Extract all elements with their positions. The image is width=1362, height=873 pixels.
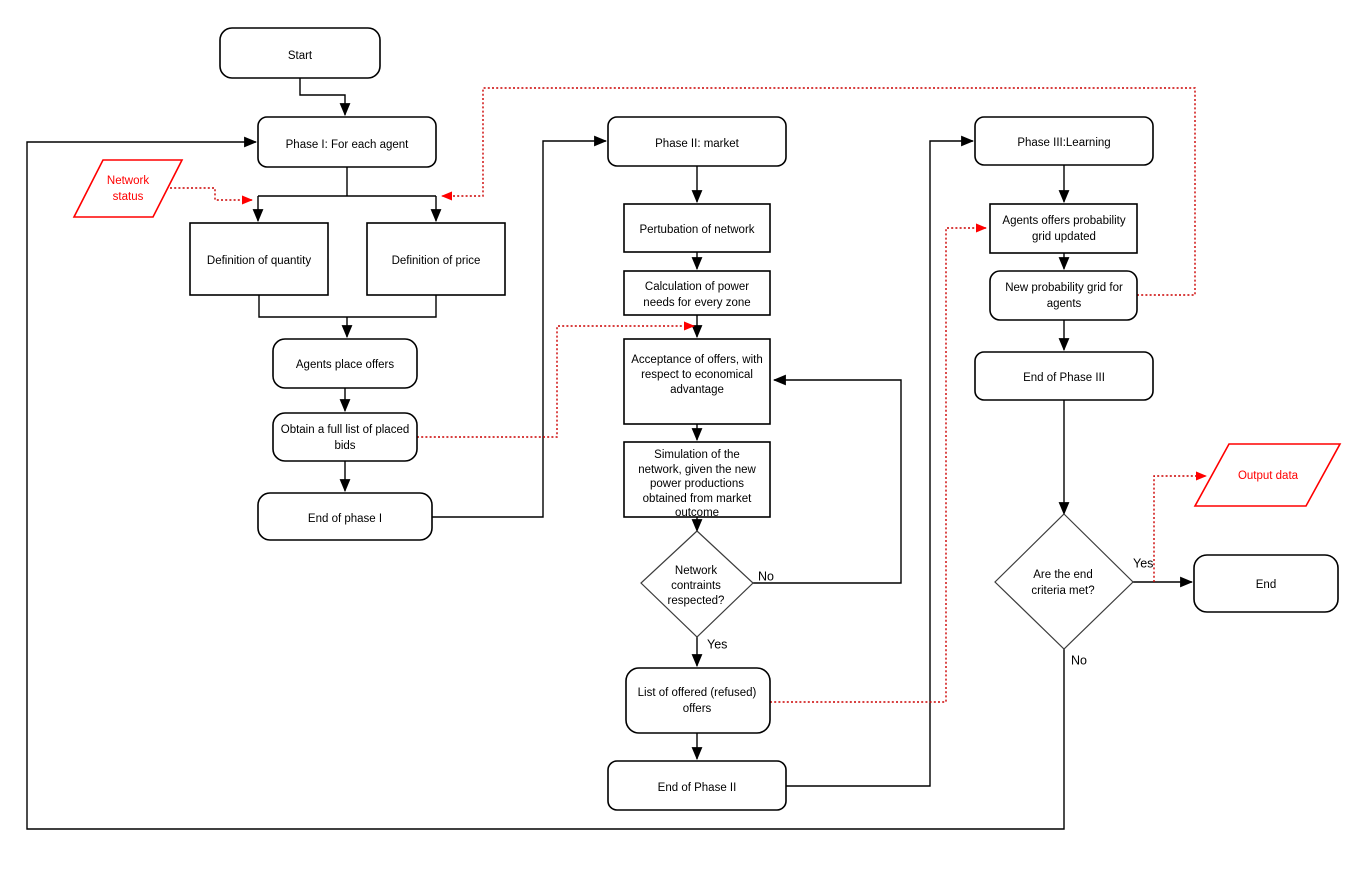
output-data-io-node (1193, 443, 1342, 507)
agents-grid-node (989, 203, 1138, 254)
network-status-io-node (72, 159, 184, 218)
start-label: Start (288, 50, 313, 62)
acceptance-node (623, 338, 771, 425)
phase1-label: Phase I: For each agent (286, 139, 410, 151)
calc-power-label-line2: needs for every zone (643, 297, 750, 309)
network-constraints-label-line1: Network (675, 565, 717, 577)
end-phase1-node (257, 492, 433, 541)
obtain-list-node (272, 412, 418, 462)
acceptance-label-line1: Acceptance of offers, with (631, 354, 762, 366)
network-constraints-decision-node (640, 530, 754, 638)
phase3-label: Phase III:Learning (1017, 137, 1110, 149)
edge-dotted-criteria-yes-to-output-data (1153, 471, 1207, 582)
phase1-node (257, 116, 437, 168)
end-phase2-node (607, 760, 787, 811)
obtain-list-label-line1: Obtain a full list of placed (281, 424, 410, 436)
agents-place-offers-label: Agents place offers (296, 359, 394, 371)
criteria-decision-node (994, 513, 1134, 650)
start-node (219, 27, 381, 79)
edge-phase1-split-junction (258, 167, 436, 197)
definition-of-price-node (366, 222, 506, 296)
definition-of-price-label: Definition of price (392, 255, 481, 267)
criteria-no-label: No (1071, 653, 1087, 667)
definition-of-quantity-label: Definition of quantity (207, 255, 311, 267)
new-grid-node (989, 270, 1138, 321)
end-phase1-label: End of phase I (308, 513, 382, 525)
network-status-label-line1: Network (107, 175, 149, 187)
criteria-label-line2: criteria met? (1031, 585, 1094, 597)
agents-place-offers-node (272, 338, 418, 389)
list-offers-label-line1: List of offered (refused) (638, 687, 757, 699)
end-phase3-node (974, 351, 1154, 401)
simulation-label-line3: power productions (650, 478, 744, 490)
criteria-yes-label: Yes (1133, 556, 1153, 570)
calc-power-label-line1: Calculation of power (645, 281, 749, 293)
edge-start-to-phase1 (299, 78, 351, 117)
phase3-node (974, 116, 1154, 166)
list-offers-label-line2: offers (683, 703, 712, 715)
pertubation-node (623, 203, 771, 253)
edge-constraints-no-loop (753, 374, 902, 584)
simulation-label-line5: outcome (675, 507, 719, 519)
edge-dotted-network-status-to-split (170, 187, 253, 205)
edge-end-phase2-to-phase3 (786, 135, 975, 787)
agents-grid-label-line2: grid updated (1032, 231, 1096, 243)
end-phase2-label: End of Phase II (658, 782, 737, 794)
network-status-label-line2: status (113, 191, 144, 203)
network-constraints-label-line3: respected? (668, 595, 725, 607)
end-label: End (1256, 579, 1276, 591)
phase2-label: Phase II: market (655, 138, 740, 150)
edge-criteria-no-loop-to-phase1 (26, 136, 1065, 830)
end-node (1193, 554, 1339, 613)
constraints-no-label: No (758, 569, 774, 583)
edge-end-phase1-to-phase2 (432, 135, 608, 518)
edge-definitions-join (258, 295, 437, 318)
phase2-node (607, 116, 787, 167)
simulation-label-line2: network, given the new (638, 464, 756, 476)
new-grid-label-line1: New probability grid for (1005, 282, 1123, 294)
agents-grid-label-line1: Agents offers probability (1002, 215, 1125, 227)
definition-of-quantity-node (189, 222, 329, 296)
simulation-node (623, 441, 771, 518)
pertubation-label: Pertubation of network (639, 224, 754, 236)
simulation-label-line4: obtained from market (643, 493, 752, 505)
network-constraints-label-line2: contraints (671, 580, 721, 592)
new-grid-label-line2: agents (1047, 298, 1082, 310)
end-phase3-label: End of Phase III (1023, 372, 1105, 384)
edge-dotted-obtain-list-to-acceptance-connector (417, 321, 695, 438)
acceptance-label-line2: respect to economical (641, 369, 753, 381)
criteria-label-line1: Are the end (1033, 569, 1092, 581)
simulation-label-line1: Simulation of the (654, 449, 740, 461)
output-data-label: Output data (1238, 470, 1299, 482)
edge-dotted-list-offers-to-agents-grid (770, 223, 987, 703)
calc-power-node (623, 270, 771, 316)
list-offers-node (625, 667, 771, 734)
obtain-list-label-line2: bids (334, 440, 355, 452)
constraints-yes-label: Yes (707, 637, 727, 651)
acceptance-label-line3: advantage (670, 384, 724, 396)
